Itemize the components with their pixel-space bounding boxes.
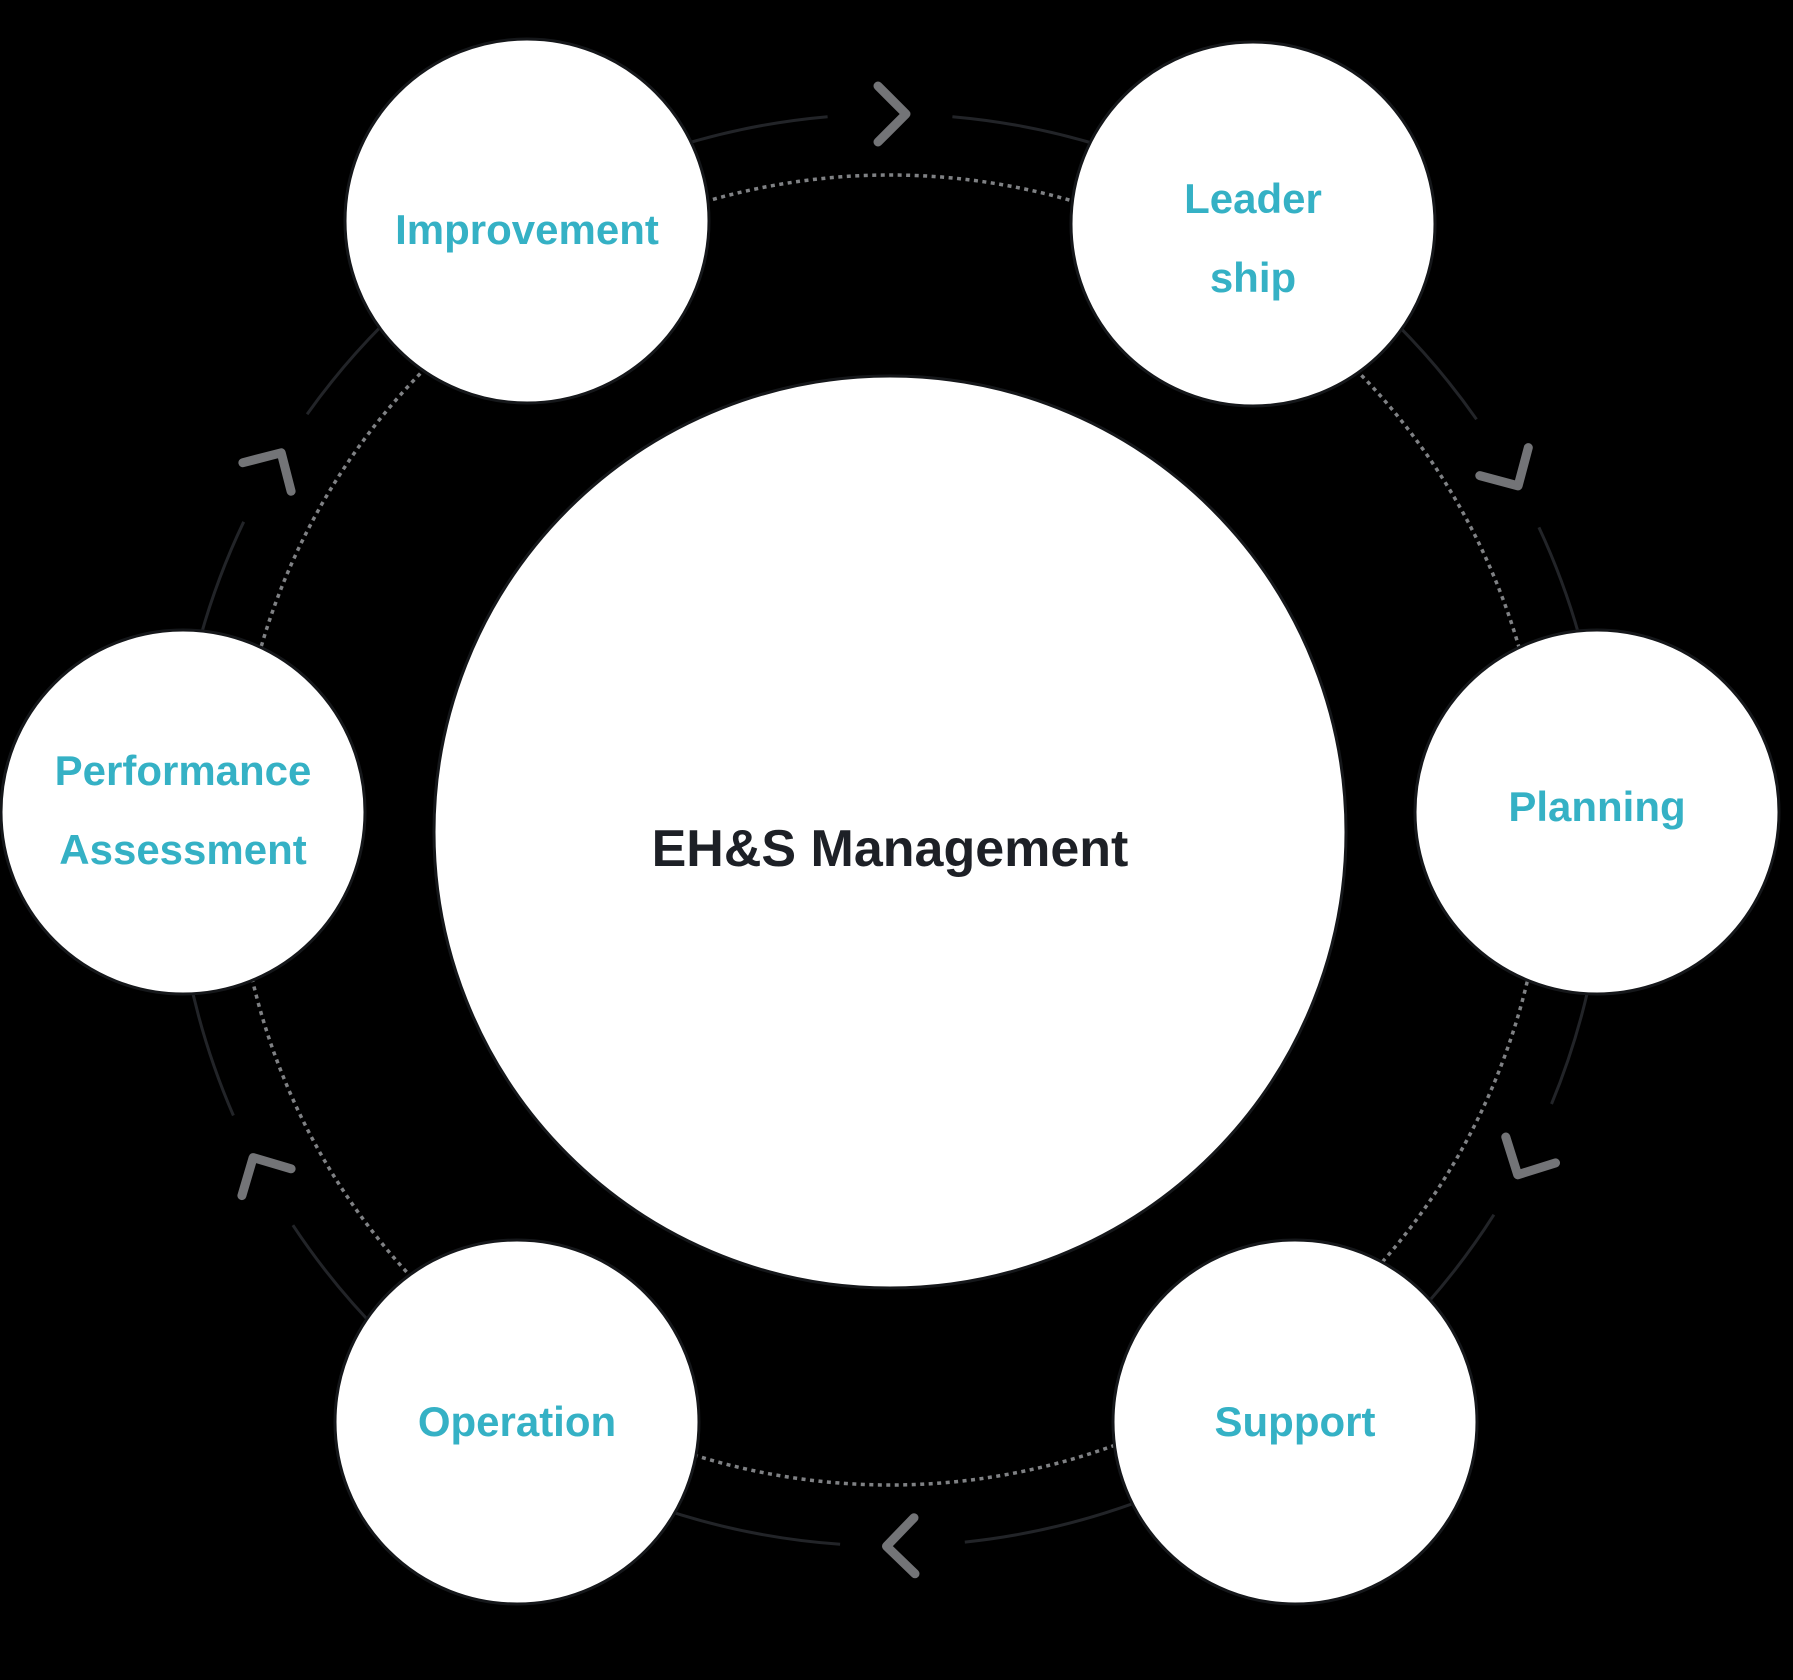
clockwise-arrows — [237, 81, 1560, 1579]
node-circle-operation — [333, 1238, 701, 1606]
node-circle-leadership — [1069, 40, 1437, 408]
node-label-improvement: Improvement — [395, 206, 659, 253]
node-circle-performance-assessment — [0, 628, 367, 996]
node-label-performance-assessment-line2: Assessment — [59, 826, 306, 873]
node-circle-improvement — [343, 37, 711, 405]
node-circle-planning — [1413, 628, 1781, 996]
node-label-operation: Operation — [418, 1398, 616, 1445]
node-circle-support — [1111, 1238, 1479, 1606]
clockwise-chevron-icon — [873, 81, 911, 147]
clockwise-chevron-icon — [237, 1153, 296, 1201]
clockwise-chevron-icon — [882, 1513, 920, 1579]
clockwise-chevron-icon — [1475, 443, 1533, 491]
center-label: EH&S Management — [652, 820, 1129, 878]
clockwise-chevron-icon — [238, 448, 296, 496]
node-label-performance-assessment-line1: Performance — [55, 747, 312, 794]
node-label-leadership-line2: ship — [1210, 254, 1296, 301]
node-label-planning: Planning — [1508, 783, 1685, 830]
node-label-leadership-line1: Leader — [1184, 175, 1322, 222]
center-circle — [432, 374, 1348, 1290]
node-label-support: Support — [1215, 1398, 1376, 1445]
clockwise-chevron-icon — [1501, 1132, 1560, 1180]
